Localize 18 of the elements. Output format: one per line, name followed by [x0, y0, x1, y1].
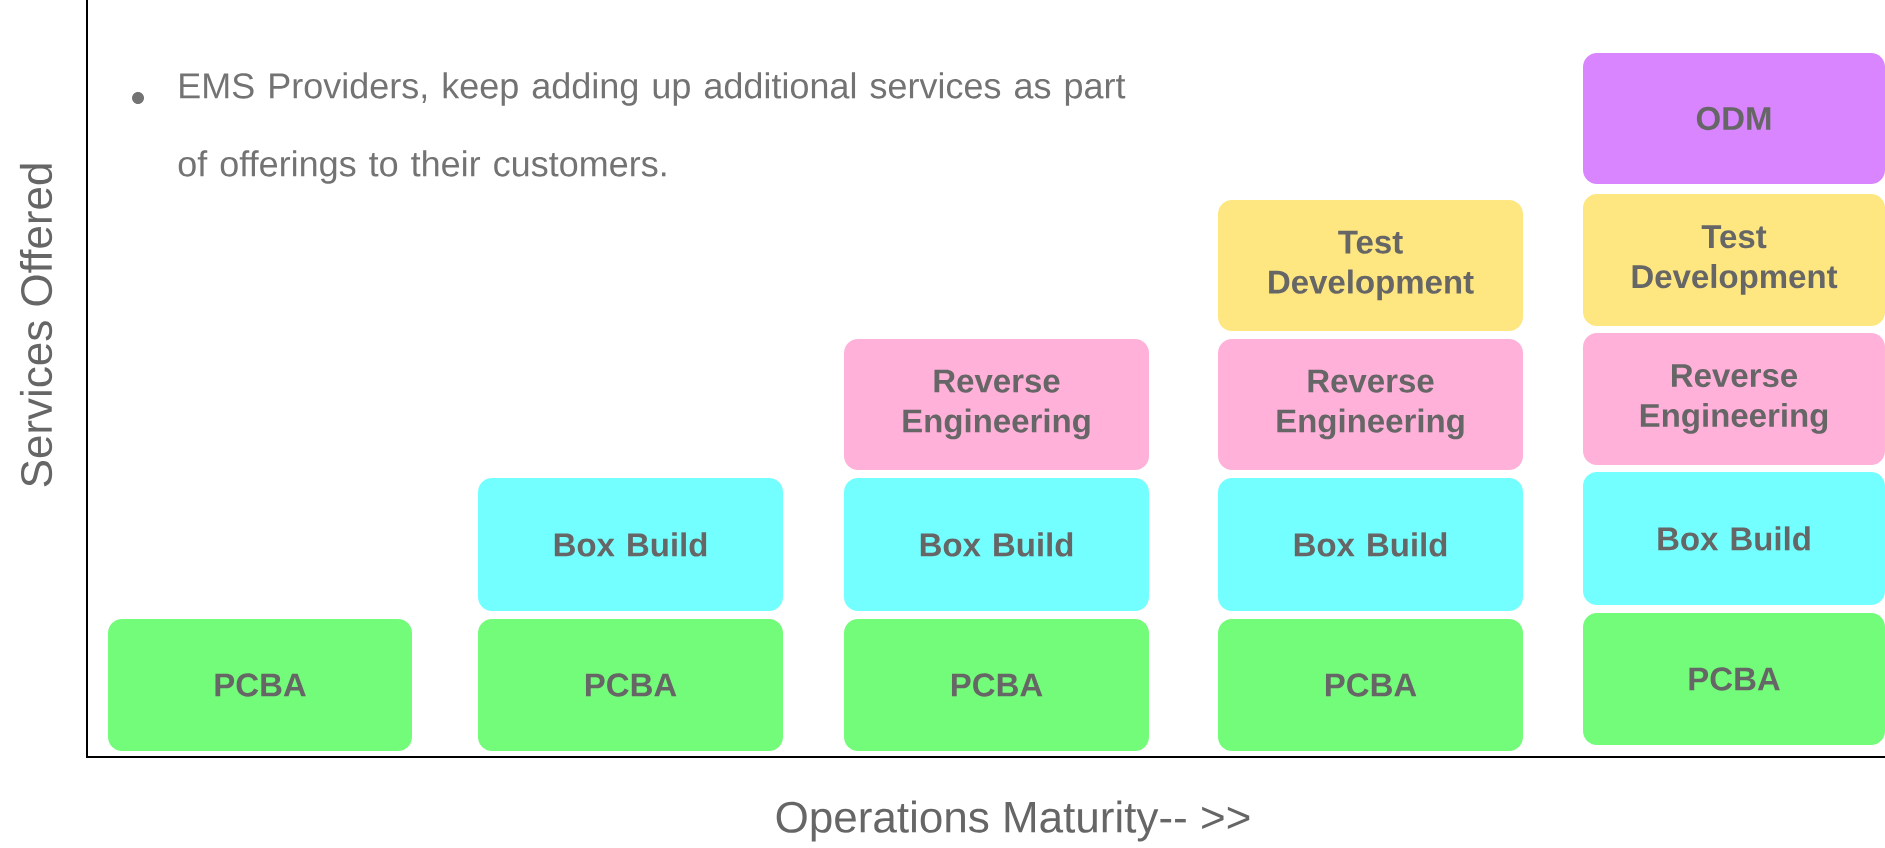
service-box: PCBA: [478, 619, 783, 751]
service-box: Box Build: [478, 478, 783, 611]
service-box: Reverse Engineering: [1583, 333, 1885, 465]
service-box: PCBA: [108, 619, 412, 751]
service-box: Reverse Engineering: [844, 339, 1149, 470]
service-box: Test Development: [1218, 200, 1523, 331]
service-box: ODM: [1583, 53, 1885, 184]
service-box: PCBA: [1218, 619, 1523, 751]
axis-title: Operations Maturity-- >>: [776, 800, 1250, 842]
axis-title: Services Offered: [19, 164, 53, 487]
service-box: Reverse Engineering: [1218, 339, 1523, 470]
service-box: Box Build: [844, 478, 1149, 611]
service-box: Test Development: [1583, 194, 1885, 326]
service-box: Box Build: [1583, 472, 1885, 605]
service-box: PCBA: [844, 619, 1149, 751]
service-box: Box Build: [1218, 478, 1523, 611]
service-box: PCBA: [1583, 613, 1885, 745]
bullet-text: EMS Providers, keep adding up additional services as part of offerings to their customers.: [178, 72, 1126, 184]
